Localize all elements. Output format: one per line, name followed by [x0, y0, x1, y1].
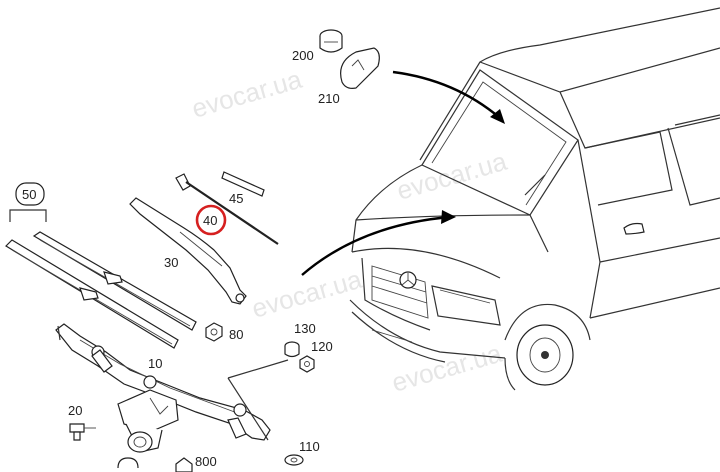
- part-10-wiper-linkage: [55, 323, 289, 441]
- label-200: 200: [292, 48, 314, 63]
- part-30-wiper-arm: [129, 197, 247, 305]
- label-20: 20: [68, 403, 82, 418]
- label-40: 40: [203, 213, 217, 228]
- part-45-strip: [221, 171, 265, 197]
- part-110-washer: [284, 454, 304, 466]
- label-110: 110: [299, 439, 320, 454]
- watermark: evocar.ua: [188, 64, 305, 124]
- watermark: evocar.ua: [248, 264, 365, 324]
- label-50: 50: [22, 187, 36, 202]
- watermark: evocar.ua: [388, 338, 505, 398]
- part-800-connector: [117, 457, 193, 472]
- arrow-to-windshield: [392, 70, 505, 124]
- arrow-to-hood: [301, 210, 456, 276]
- label-130: 130: [294, 321, 316, 336]
- part-50-wiper-blades: [5, 182, 197, 349]
- label-210: 210: [318, 91, 340, 106]
- part-120-nut: [299, 355, 315, 373]
- label-10: 10: [148, 356, 162, 371]
- part-40-wiper-refill: [175, 173, 279, 245]
- van-illustration: [349, 7, 720, 391]
- part-130-cap: [284, 341, 300, 358]
- part-20-bolt: [69, 423, 96, 441]
- label-45: 45: [229, 191, 243, 206]
- label-80: 80: [229, 327, 243, 342]
- label-800: 800: [195, 454, 217, 469]
- highlight-ring-40: [195, 204, 227, 236]
- watermark: evocar.ua: [393, 146, 510, 206]
- label-30: 30: [164, 255, 178, 270]
- label-120: 120: [311, 339, 333, 354]
- wiper-motor: [117, 389, 179, 453]
- part-80-nut: [205, 322, 223, 342]
- part-200-washer-nozzle: [319, 29, 343, 53]
- part-210-nozzle-cover: [340, 47, 380, 89]
